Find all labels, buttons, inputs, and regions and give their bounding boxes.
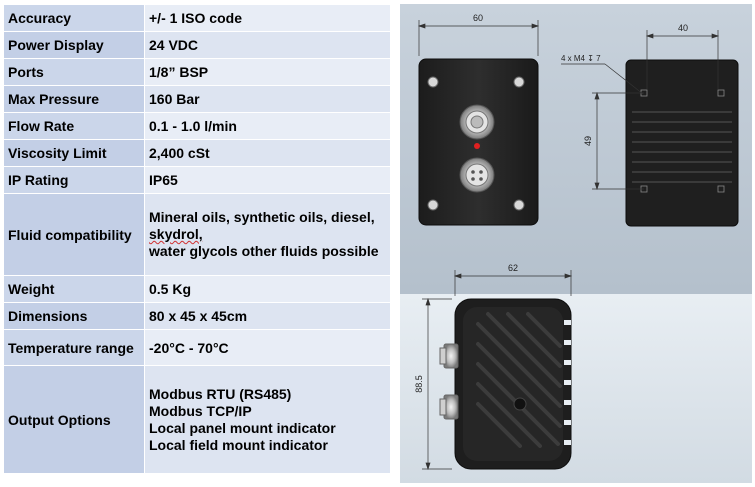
- spec-value: -20°C - 70°C: [144, 329, 391, 366]
- spec-value: 0.1 - 1.0 l/min: [144, 112, 391, 140]
- spec-label: Power Display: [3, 31, 145, 59]
- spec-label: Output Options: [3, 365, 145, 474]
- spec-label: Accuracy: [3, 4, 145, 32]
- spec-table: Accuracy +/- 1 ISO code Power Display 24…: [3, 4, 391, 474]
- spec-value: 1/8” BSP: [144, 58, 391, 86]
- spec-row-accuracy: Accuracy +/- 1 ISO code: [3, 4, 391, 32]
- dimension-side-width: [645, 30, 720, 89]
- spec-row-dimensions: Dimensions 80 x 45 x 45cm: [3, 302, 391, 330]
- spec-label: Ports: [3, 58, 145, 86]
- spec-value: 0.5 Kg: [144, 275, 391, 303]
- spec-value: 24 VDC: [144, 31, 391, 59]
- dim-bottom-width-label: 62: [508, 263, 518, 273]
- spec-value: 2,400 cSt: [144, 139, 391, 167]
- spec-value-line: Local panel mount indicator: [149, 419, 336, 436]
- spec-label: Flow Rate: [3, 112, 145, 140]
- dimension-bottom-height: [422, 297, 452, 471]
- screw-icon: [427, 199, 439, 211]
- dim-side-height-label: 49: [583, 136, 593, 146]
- connector-bottom-icon: [459, 157, 495, 193]
- spec-row-output-options: Output Options Modbus RTU (RS485) Modbus…: [3, 365, 391, 474]
- spec-value: Modbus RTU (RS485) Modbus TCP/IP Local p…: [144, 365, 391, 474]
- spec-label: Viscosity Limit: [3, 139, 145, 167]
- fitting-lower-icon: [439, 394, 459, 420]
- dimension-bottom-width: [453, 270, 573, 296]
- dimension-front-width: [417, 20, 540, 56]
- screw-icon: [427, 76, 439, 88]
- spec-row-temperature-range: Temperature range -20°C - 70°C: [3, 329, 391, 366]
- spec-value-line: skydrol,: [149, 226, 203, 242]
- dim-side-width-label: 40: [678, 23, 688, 33]
- side-view: [625, 59, 739, 227]
- spec-value: 160 Bar: [144, 85, 391, 113]
- spec-value-line: Modbus RTU (RS485): [149, 385, 292, 402]
- spec-label: Temperature range: [3, 329, 145, 366]
- connector-top-icon: [459, 104, 495, 140]
- screw-icon: [513, 199, 525, 211]
- spec-row-fluid-compatibility: Fluid compatibility Mineral oils, synthe…: [3, 193, 391, 276]
- spec-value: IP65: [144, 166, 391, 194]
- spec-value-line: Modbus TCP/IP: [149, 402, 252, 419]
- technical-drawing: 60 40 49: [400, 4, 752, 483]
- mount-hole-icon: [513, 397, 527, 411]
- hole-callout-leader: [561, 63, 644, 95]
- spec-row-max-pressure: Max Pressure 160 Bar: [3, 85, 391, 113]
- drawing-background-lower: [400, 294, 752, 483]
- spec-row-ip-rating: IP Rating IP65: [3, 166, 391, 194]
- spec-label: IP Rating: [3, 166, 145, 194]
- spec-value: Mineral oils, synthetic oils, diesel, sk…: [144, 193, 391, 276]
- spec-value-line: water glycols other fluids possible: [149, 243, 379, 259]
- status-led-icon: [474, 143, 480, 149]
- spec-value-line: Mineral oils, synthetic oils, diesel,: [149, 209, 375, 225]
- spec-label: Weight: [3, 275, 145, 303]
- spec-row-ports: Ports 1/8” BSP: [3, 58, 391, 86]
- spec-value-line: Local field mount indicator: [149, 436, 328, 453]
- spec-row-viscosity-limit: Viscosity Limit 2,400 cSt: [3, 139, 391, 167]
- hole-callout-label: 4 x M4 ↧ 7: [561, 54, 601, 63]
- spec-row-flow-rate: Flow Rate 0.1 - 1.0 l/min: [3, 112, 391, 140]
- spec-value: +/- 1 ISO code: [144, 4, 391, 32]
- spec-label: Fluid compatibility: [3, 193, 145, 276]
- spec-row-power-display: Power Display 24 VDC: [3, 31, 391, 59]
- spec-row-weight: Weight 0.5 Kg: [3, 275, 391, 303]
- dim-front-width-label: 60: [473, 13, 483, 23]
- bottom-view: [454, 298, 572, 470]
- fitting-upper-icon: [439, 343, 459, 369]
- spec-label: Max Pressure: [3, 85, 145, 113]
- screw-icon: [513, 76, 525, 88]
- dimension-side-height: [592, 91, 644, 191]
- front-view: [418, 58, 539, 226]
- dim-bottom-height-label: 88.5: [414, 375, 424, 393]
- spec-label: Dimensions: [3, 302, 145, 330]
- spec-value: 80 x 45 x 45cm: [144, 302, 391, 330]
